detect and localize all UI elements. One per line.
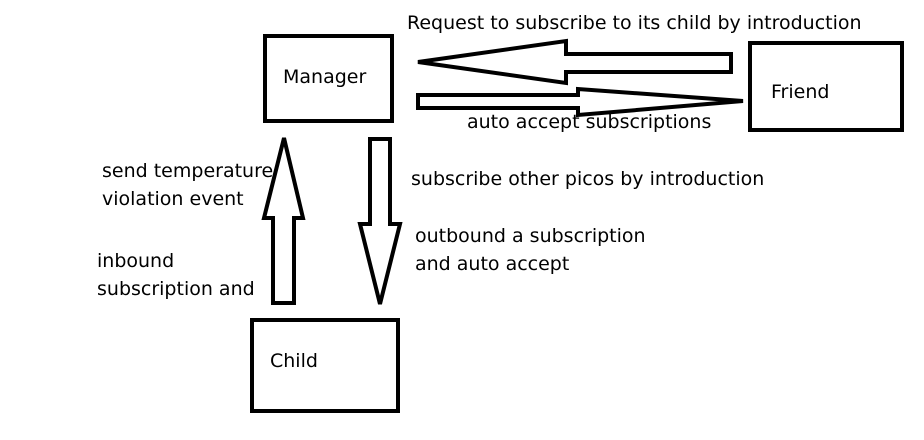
child-label: Child [270,350,318,372]
friend-node [748,41,904,132]
manager-to-child-label2-line1: outbound a subscription [415,225,646,247]
arrow-manager-to-friend [416,86,744,118]
manager-node [263,34,394,123]
child-to-manager-label-line2: violation event [102,188,244,210]
manager-to-friend-label: auto accept subscriptions [467,111,712,133]
friend-to-manager-label: Request to subscribe to its child by int… [407,12,862,34]
manager-to-child-label: subscribe other picos by introduction [411,168,765,190]
child-to-manager-label-line1: send temperature [102,160,274,182]
arrow-manager-to-child [357,137,403,305]
manager-to-child-label2-line2: and auto accept [415,253,570,275]
friend-label: Friend [771,81,830,103]
arrow-friend-to-manager [417,38,733,86]
child-to-manager-label2-line1: inbound [97,250,175,272]
child-node [250,318,400,413]
manager-label: Manager [283,66,367,88]
arrow-child-to-manager [261,137,306,305]
child-to-manager-label2-line2: subscription and [97,278,255,300]
